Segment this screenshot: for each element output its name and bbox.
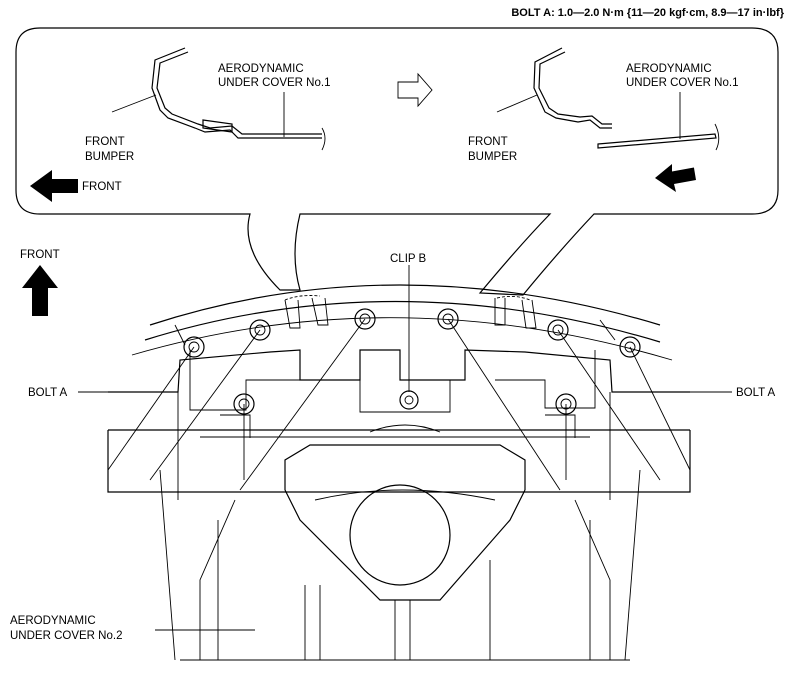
main-front-label: FRONT [20,249,60,261]
detail-right-bumper-label-1: FRONT [468,136,508,148]
detail-left-bumper-label-1: FRONT [85,136,125,148]
bumper-clip-tabs [284,295,537,329]
detail-right-cover-label-1: AERODYNAMIC [626,63,712,75]
clip-b [399,390,419,410]
bolt-a-6 [619,336,641,358]
bolt-a-5 [547,319,569,341]
detail-front-label: FRONT [82,181,122,193]
detail-right-bumper-leader [496,94,538,113]
detail-left-bumper-label-2: BUMPER [85,151,134,163]
undercover-structure [107,349,691,661]
detail-left-bumper-leader [111,94,157,113]
cover2-label-1: AERODYNAMIC [10,615,96,627]
detail-right-bumper [533,47,612,129]
detail-callout-box [15,27,779,296]
cover2-label-2: UNDER COVER No.2 [10,630,122,642]
bolt-a-left-label: BOLT A [28,387,68,399]
bolt-leaders-right [447,318,691,491]
bolt-a-2 [249,319,271,341]
bolt-a-4 [437,308,459,330]
bolt-a-3 [354,308,376,330]
detail-pull-arrow-icon [655,164,696,192]
bolt-a-right-label: BOLT A [736,387,776,399]
torque-spec-header: BOLT A: 1.0—2.0 N·m {11—20 kgf·cm, 8.9—1… [511,7,784,19]
detail-left-bumper [151,47,326,151]
transition-arrow-icon [397,72,433,108]
bolt-leaders-left [107,318,366,491]
detail-right-cover [597,123,720,151]
main-front-arrow-icon [22,265,58,316]
detail-left-cover-label-1: AERODYNAMIC [218,63,304,75]
detail-right-bumper-label-2: BUMPER [468,151,517,163]
bumper-outline [131,284,673,361]
detail-left-cover-label-2: UNDER COVER No.1 [218,77,330,89]
detail-right-cover-label-2: UNDER COVER No.1 [626,77,738,89]
bolt-a-1 [183,336,205,358]
detail-front-arrow-icon [30,170,78,202]
clip-b-label: CLIP B [390,253,427,265]
